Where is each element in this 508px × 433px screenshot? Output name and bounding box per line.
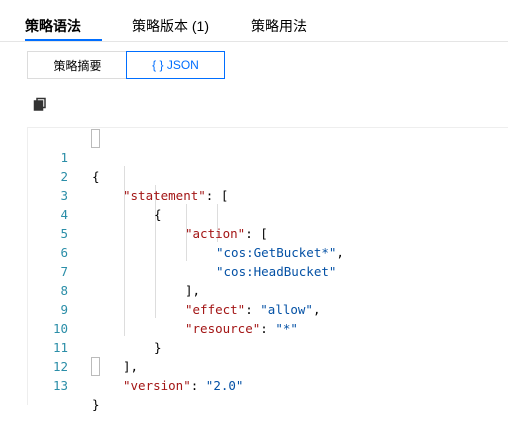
- active-tab-indicator: [25, 39, 102, 41]
- bracket-match-highlight: [91, 129, 100, 148]
- code-line: 8 "effect": "allow",: [28, 262, 508, 317]
- code-line: 11 ],: [28, 319, 508, 374]
- indent-guide: [155, 185, 156, 318]
- code-line: 1 {: [28, 129, 508, 184]
- json-punct: : [: [205, 188, 229, 203]
- line-number: 11: [52, 340, 68, 355]
- code-line: 9 "resource": "*": [28, 281, 508, 336]
- json-punct: : [: [245, 226, 268, 241]
- code-line: 5 "cos:GetBucket*",: [28, 205, 508, 260]
- indent-guide: [124, 166, 125, 336]
- code-line: 10 }: [28, 300, 508, 355]
- line-number: 2: [60, 169, 68, 184]
- json-punct: :: [260, 321, 276, 336]
- json-key: "effect": [185, 302, 246, 317]
- code-line: 4 "action": [: [28, 186, 508, 241]
- line-number: 6: [60, 245, 68, 260]
- json-string: "cos:HeadBucket": [216, 264, 337, 279]
- json-brace: {: [92, 169, 100, 184]
- json-key: "statement": [123, 188, 206, 203]
- json-brace: }: [154, 340, 162, 355]
- line-number: 3: [60, 188, 68, 203]
- json-punct: ,: [312, 302, 321, 317]
- code-line: 13 }: [28, 357, 508, 412]
- json-key: "version": [123, 378, 191, 393]
- json-key: "action": [185, 226, 246, 241]
- code-line: 3 {: [28, 167, 508, 222]
- code-line: 12 "version": "2.0": [28, 338, 508, 393]
- indent-guide: [217, 204, 218, 242]
- json-string: "cos:GetBucket*": [216, 245, 337, 260]
- code-line: 2 "statement": [: [28, 148, 508, 203]
- line-number: 8: [60, 283, 68, 298]
- line-number: 1: [60, 150, 68, 165]
- json-brace: }: [92, 397, 100, 412]
- json-key: "resource": [185, 321, 261, 336]
- json-brace: {: [154, 207, 162, 222]
- json-punct: :: [245, 302, 261, 317]
- json-view-toggle[interactable]: { } JSON: [126, 51, 225, 79]
- json-punct: ],: [185, 283, 201, 298]
- copy-icon[interactable]: [33, 97, 47, 111]
- json-string: "*": [275, 321, 298, 336]
- json-punct: :: [190, 378, 206, 393]
- line-number: 10: [52, 321, 68, 336]
- json-punct: ,: [336, 245, 344, 260]
- code-line: 6 "cos:HeadBucket": [28, 224, 508, 279]
- code-line: 7 ],: [28, 243, 508, 298]
- tab-policy-versions[interactable]: 策略版本 (1): [132, 18, 209, 34]
- json-punct: ],: [123, 359, 139, 374]
- indent-guide: [186, 204, 187, 261]
- line-number: 13: [52, 378, 68, 393]
- json-string: "allow": [260, 302, 313, 317]
- line-number: 4: [60, 207, 68, 222]
- tab-policy-syntax[interactable]: 策略语法: [25, 18, 81, 34]
- policy-summary-toggle[interactable]: 策略摘要: [27, 51, 127, 79]
- tab-policy-usage[interactable]: 策略用法: [251, 18, 307, 34]
- tabs-divider: [0, 41, 508, 42]
- line-number: 7: [60, 264, 68, 279]
- policy-tabs: 策略语法 策略版本 (1) 策略用法: [0, 0, 508, 42]
- line-number: 12: [52, 359, 68, 374]
- line-number: 9: [60, 302, 68, 317]
- json-code-editor[interactable]: 1 { 2 "statement": [ 3 { 4 "action": [ 5…: [27, 127, 508, 412]
- json-string: "2.0": [205, 378, 244, 393]
- bracket-match-highlight: [91, 357, 100, 376]
- line-number: 5: [60, 226, 68, 241]
